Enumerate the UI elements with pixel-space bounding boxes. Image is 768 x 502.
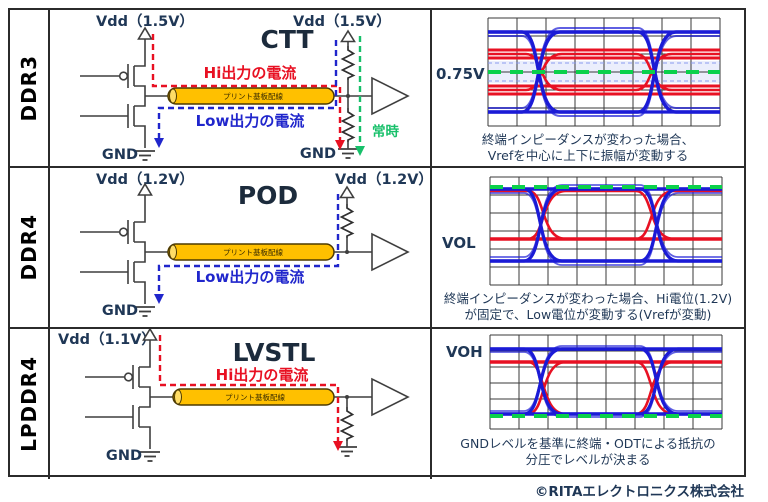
circuit-ctt: Vdd（1.5V） CTT GND プリント基板配線 Vdd（1.5V） GND [50, 10, 432, 166]
low-current-arrow [154, 294, 164, 304]
scheme-title: POD [238, 181, 298, 210]
caption-ddr4: 終端インピーダンスが変わった場合、Hi電位(1.2V) が固定で、Low電位が変… [443, 291, 733, 322]
gnd-symbol-right [337, 148, 359, 159]
always-on-arrow [355, 146, 365, 156]
low-current-label: Low出力の電流 [196, 112, 305, 130]
pcb-trace-label: プリント基板配線 [223, 91, 283, 101]
vdd-right-label: Vdd（1.5V） [293, 12, 391, 30]
vdd-left-label: Vdd（1.5V） [96, 12, 194, 30]
low-current-path [157, 40, 338, 140]
receiver-symbol [371, 378, 409, 416]
gnd-symbol-left [139, 451, 161, 462]
hi-current-arrow [335, 140, 345, 150]
gnd-right-label: GND [300, 146, 336, 162]
cmos-driver-symbol [79, 27, 169, 149]
pcb-trace-cap [174, 389, 182, 405]
gnd-symbol-left [134, 150, 156, 161]
eye-panel-ddr3: 0.75V [432, 10, 744, 166]
row-lpddr4: LPDDR4 Vdd（1.1V） LVSTL GND プリント基板配線 [10, 328, 744, 479]
pcb-trace-label: プリント基板配線 [223, 247, 283, 257]
hi-current-arrow [333, 441, 343, 451]
caption-lpddr4: GNDレベルを基準に終端・ODTによる抵抗の 分圧でレベルが決まる [460, 436, 716, 467]
row-label-text: DDR3 [17, 54, 41, 122]
receiver-symbol [371, 233, 409, 271]
hi-current-label: Hi出力の電流 [216, 366, 309, 384]
scheme-title: LVSTL [233, 338, 316, 367]
hi-current-path [158, 335, 340, 443]
row-label-ddr4: DDR4 [10, 168, 50, 327]
row-label-ddr3: DDR3 [10, 10, 50, 166]
hi-current-label: Hi出力の電流 [204, 64, 297, 82]
eye-panel-lpddr4: VOH [432, 329, 744, 479]
eye-panel-ddr4: VOL [432, 168, 744, 327]
gnd-symbol-right [336, 446, 358, 457]
gnd-symbol-left [134, 306, 156, 317]
eye-diagram-lvstl [489, 334, 723, 430]
low-current-arrow [154, 138, 164, 148]
ctt-circuit-diagram: Vdd（1.5V） CTT GND プリント基板配線 Vdd（1.5V） GND [79, 12, 409, 163]
eye-diagram-ctt [487, 17, 721, 127]
row-label-lpddr4: LPDDR4 [10, 329, 50, 479]
vref-level-label: 0.75V [436, 65, 485, 83]
pullup-resistor [341, 45, 355, 81]
gnd-left-label: GND [102, 147, 138, 163]
termination-resistor [340, 406, 354, 442]
vdd-arrow-right [340, 30, 356, 43]
pcb-trace-cap [169, 244, 177, 260]
vdd-left-label: Vdd（1.2V） [96, 170, 194, 188]
pcb-trace-label: プリント基板配線 [225, 392, 285, 402]
voh-level-label: VOH [446, 343, 483, 361]
caption-ddr3: 終端インピーダンスが変わった場合、 Vrefを中心に上下に振幅が変動する [481, 132, 695, 163]
low-current-label: Low出力の電流 [196, 268, 305, 286]
hi-current-path [151, 34, 342, 142]
circuit-lvstl: Vdd（1.1V） LVSTL GND プリント基板配線 Hi出力の電流 [50, 328, 432, 479]
copyright-notice: ©RITAエレクトロニクス株式会社 [534, 484, 744, 500]
cmos-driver-symbol [79, 183, 169, 305]
row-label-text: DDR4 [17, 214, 41, 281]
low-current-path [157, 194, 340, 296]
always-on-label: 常時 [372, 123, 399, 140]
gnd-left-label: GND [102, 303, 138, 319]
pod-circuit-diagram: Vdd（1.2V） POD GND プリント基板配線 Vdd（1.2V） Low… [79, 170, 433, 319]
scheme-title: CTT [260, 25, 313, 54]
vdd-right-label: Vdd（1.2V） [335, 170, 430, 188]
eye-diagram-pod [489, 176, 723, 286]
pcb-trace-cap [169, 88, 177, 104]
gnd-left-label: GND [106, 448, 142, 464]
vdd-arrow-right [339, 186, 355, 199]
row-ddr3: DDR3 Vdd（1.5V） CTT GND プリント基板配線 Vdd（1.5V… [10, 10, 744, 168]
circuit-pod: Vdd（1.2V） POD GND プリント基板配線 Vdd（1.2V） Low… [50, 168, 433, 327]
pulldown-resistor [341, 107, 355, 143]
vdd-left-label: Vdd（1.1V） [58, 330, 156, 348]
lvstl-circuit-diagram: Vdd（1.1V） LVSTL GND プリント基板配線 Hi出力の電流 [58, 328, 409, 464]
vol-level-label: VOL [442, 234, 476, 252]
comparison-table: DDR3 Vdd（1.5V） CTT GND プリント基板配線 Vdd（1.5V… [8, 8, 746, 479]
termination-resistor [340, 203, 354, 239]
receiver-symbol [371, 77, 409, 115]
row-label-text: LPDDR4 [17, 356, 41, 452]
row-ddr4: DDR4 Vdd（1.2V） POD GND プリント基板配線 Vdd（1.2V… [10, 168, 744, 329]
